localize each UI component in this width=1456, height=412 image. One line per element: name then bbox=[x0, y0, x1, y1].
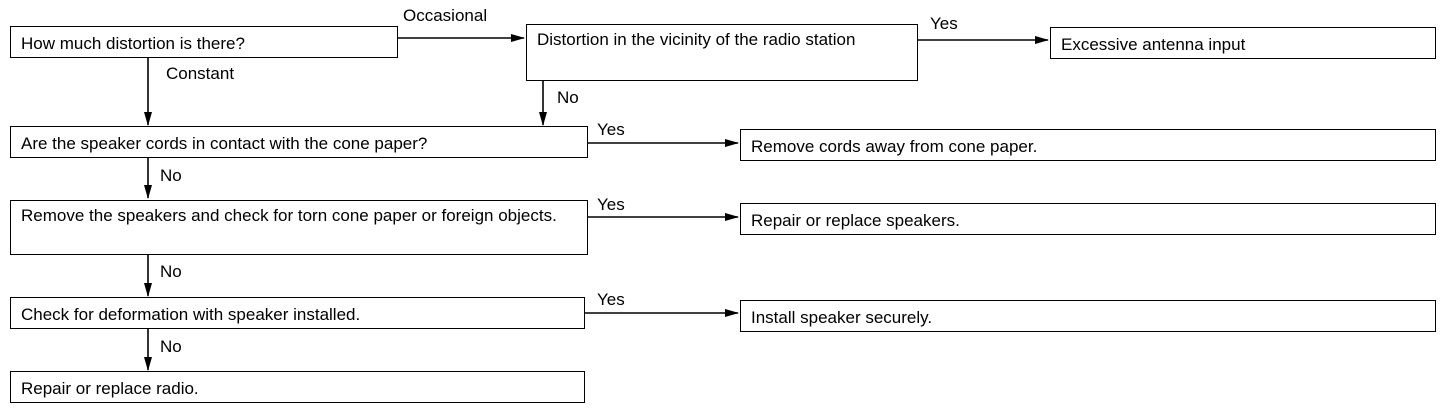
result-repair-replace-speakers: Repair or replace speakers. bbox=[740, 203, 1436, 235]
result-excessive-antenna-input: Excessive antenna input bbox=[1050, 27, 1436, 59]
edge-label-remove-yes: Yes bbox=[597, 195, 625, 214]
edge-label-deform-no: No bbox=[160, 337, 182, 356]
edge-label-deform-yes: Yes bbox=[597, 290, 625, 309]
edge-label-occasional: Occasional bbox=[403, 6, 488, 25]
edge-label-vicinity-no: No bbox=[557, 88, 579, 107]
edge-label-constant: Constant bbox=[166, 64, 235, 83]
question-check-deformation: Check for deformation with speaker insta… bbox=[10, 297, 585, 329]
question-distortion-amount: How much distortion is there? bbox=[10, 26, 398, 58]
question-speaker-cords-contact: Are the speaker cords in contact with th… bbox=[10, 126, 588, 158]
question-remove-speakers-check: Remove the speakers and check for torn c… bbox=[10, 200, 588, 255]
result-remove-cords: Remove cords away from cone paper. bbox=[740, 129, 1436, 161]
edge-label-vicinity-yes: Yes bbox=[930, 14, 958, 33]
result-repair-replace-radio: Repair or replace radio. bbox=[10, 371, 585, 403]
edge-label-cords-no: No bbox=[160, 166, 182, 185]
edge-label-remove-no: No bbox=[160, 262, 182, 281]
edge-label-cords-yes: Yes bbox=[597, 120, 625, 139]
question-vicinity-distortion: Distortion in the vicinity of the radio … bbox=[526, 24, 918, 81]
result-install-speaker-securely: Install speaker securely. bbox=[740, 300, 1436, 332]
